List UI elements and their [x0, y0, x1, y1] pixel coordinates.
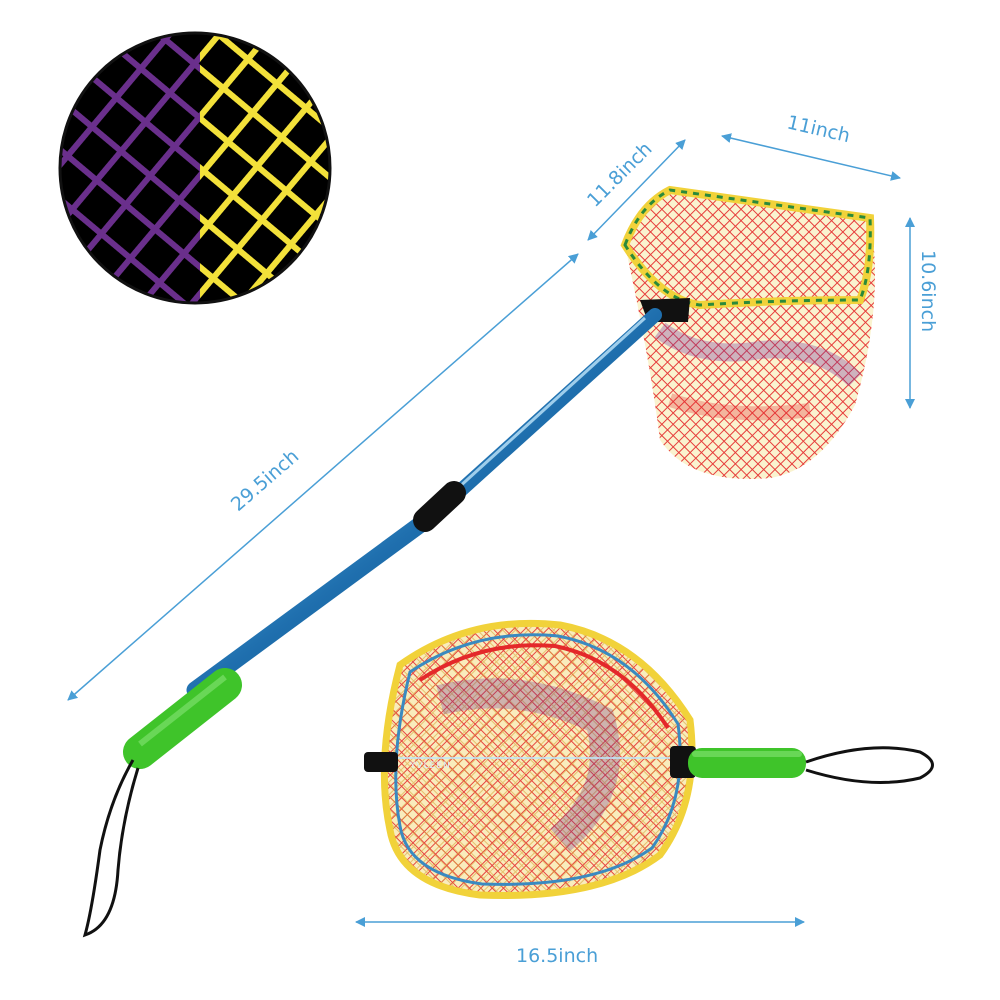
net-depth-label: 10.6inch: [917, 250, 939, 332]
dimension-net-depth: 10.6inch: [905, 217, 939, 409]
brand-label: YVLEEN: [409, 761, 451, 771]
folded-net: YVLEEN: [361, 619, 934, 899]
dimension-hoop-width: 11inch: [721, 111, 901, 181]
folded-length-label: 16.5inch: [516, 945, 598, 967]
hoop-width-label: 11inch: [785, 111, 852, 147]
dimension-folded-length: 16.5inch: [355, 917, 805, 967]
mesh-closeup-inset: [58, 31, 332, 305]
hoop-depth-label: 11.8inch: [583, 138, 657, 212]
extended-net: [620, 185, 875, 479]
